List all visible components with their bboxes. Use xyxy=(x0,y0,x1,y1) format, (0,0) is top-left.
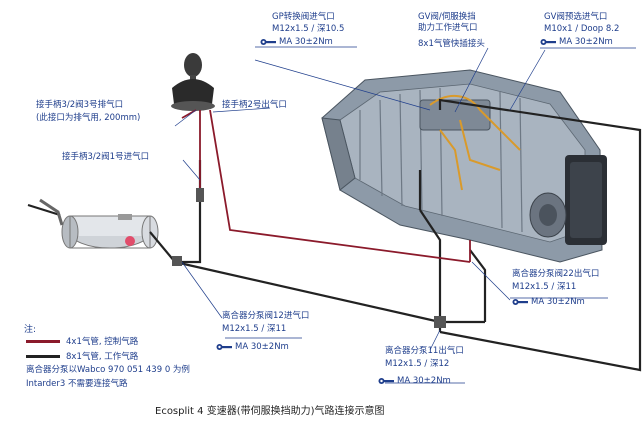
handle-in1-label: 接手柄3/2阀1号进气口 xyxy=(62,152,150,162)
diagram-caption: Ecosplit 4 变速器(带伺服换挡助力)气路连接示意图 xyxy=(155,406,385,417)
wrench-icon xyxy=(260,39,276,45)
label-underlines xyxy=(225,46,636,384)
gv-servo-port-label: GV阀/伺服换挡 xyxy=(418,12,476,22)
handle-exhaust-note: (此接口为排气用, 200mm) xyxy=(36,113,141,123)
clutch12-torque-text: MA 30±2Nm xyxy=(235,342,289,352)
gv-servo-port-label-2: 助力工作进气口 xyxy=(418,23,478,33)
shift-knob-illustration xyxy=(171,53,215,111)
tee-fitting-2 xyxy=(434,316,446,328)
clutch11-spec: M12x1.5 / 深12 xyxy=(385,359,450,369)
working-air-lines xyxy=(27,98,642,372)
legend-note-2: Intarder3 不需要连接气路 xyxy=(26,379,128,389)
gp-port-label: GP转换阀进气口 xyxy=(272,12,335,22)
wrench-icon xyxy=(378,378,394,384)
clutch22-spec: M12x1.5 / 深11 xyxy=(512,282,577,292)
air-tank-illustration xyxy=(61,214,159,249)
legend-note-1: 离合器分泵以Wabco 970 051 439 0 为例 xyxy=(26,365,190,375)
gv-servo-fitting: 8x1气管快插接头 xyxy=(418,39,485,49)
handle-exhaust-label: 接手柄3/2阀3号排气口 xyxy=(36,100,124,110)
handle-out2-label: 接手柄2号出气口 xyxy=(222,100,287,110)
supply-valve xyxy=(39,198,64,226)
clutch11-torque: MA 30±2Nm xyxy=(378,376,451,386)
wrench-icon xyxy=(216,344,232,350)
legend-black-item: 8x1气管, 工作气路 xyxy=(26,350,138,362)
clutch12-torque: MA 30±2Nm xyxy=(216,342,289,352)
clutch22-port-label: 离合器分泵阀22出气口 xyxy=(512,269,600,279)
legend-black-text: 8x1气管, 工作气路 xyxy=(66,352,139,362)
legend-red-swatch xyxy=(26,339,60,343)
wrench-icon xyxy=(540,39,556,45)
clutch11-torque-text: MA 30±2Nm xyxy=(397,376,451,386)
control-air-lines xyxy=(181,109,471,263)
gp-port-spec: M12x1.5 / 深10.5 xyxy=(272,24,345,34)
clutch12-spec: M12x1.5 / 深11 xyxy=(222,324,287,334)
gv-pre-torque-text: MA 30±2Nm xyxy=(559,37,613,47)
legend-black-swatch xyxy=(26,354,60,358)
tee-fitting xyxy=(172,256,182,266)
gv-pre-torque: MA 30±2Nm xyxy=(540,37,613,47)
gv-pre-spec: M10x1 / Doop 8.2 xyxy=(544,24,620,34)
clutch22-torque: MA 30±2Nm xyxy=(512,297,585,307)
clutch12-port-label: 离合器分泵阀12进气口 xyxy=(222,311,310,321)
legend-red-item: 4x1气管, 控制气路 xyxy=(26,335,138,347)
label-leaders xyxy=(174,47,546,351)
legend-title: 注: xyxy=(24,325,37,335)
clutch11-port-label: 离合器分泵11出气口 xyxy=(385,346,464,356)
gp-torque-text: MA 30±2Nm xyxy=(279,37,333,47)
gp-port-torque: MA 30±2Nm xyxy=(260,37,333,47)
inline-valve xyxy=(196,188,204,202)
wrench-icon xyxy=(512,299,528,305)
legend-red-text: 4x1气管, 控制气路 xyxy=(66,337,139,347)
gv-pre-port-label: GV阀预选进气口 xyxy=(544,12,608,22)
clutch22-torque-text: MA 30±2Nm xyxy=(531,297,585,307)
transmission-illustration xyxy=(321,69,607,263)
